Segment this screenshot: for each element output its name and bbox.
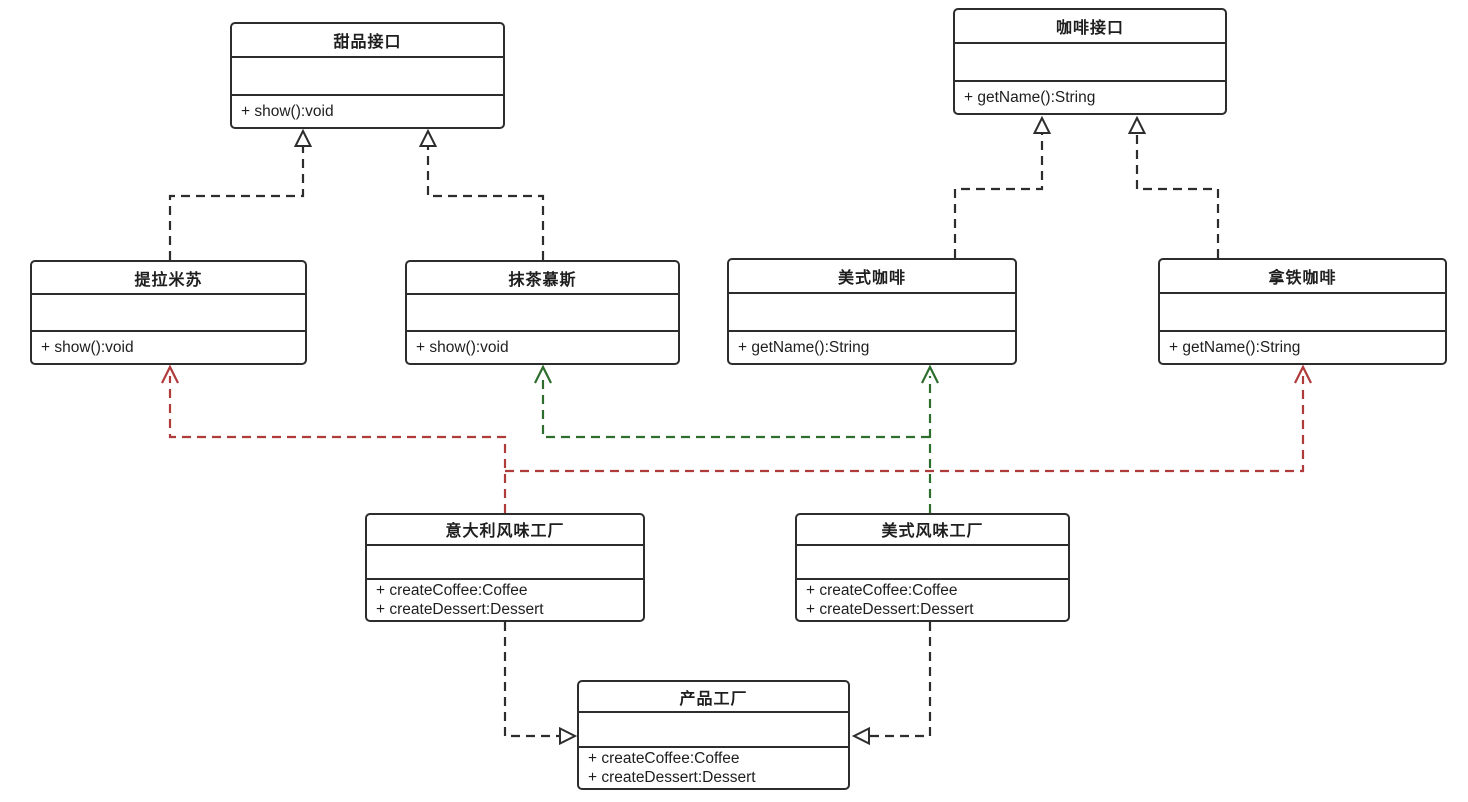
realization-matcha-to-dessert-interface [426,146,545,260]
class-title: 美式咖啡 [729,260,1015,294]
class-american-factory: 美式风味工厂 + createCoffee:Coffee + createDes… [795,513,1070,622]
open-arrowhead-icon [161,364,179,384]
class-title: 咖啡接口 [955,10,1225,44]
hollow-triangle-icon [559,726,578,746]
class-methods: + show():void [32,332,305,363]
class-title: 美式风味工厂 [797,515,1068,546]
class-dessert-interface: 甜品接口 + show():void [230,22,505,129]
class-attributes [579,713,848,748]
realization-american-factory-to-product-factory [869,622,932,738]
open-arrowhead-icon [1294,364,1312,384]
dependency-american-factory-to-matcha [541,376,930,439]
class-methods: + createCoffee:Coffee + createDessert:De… [579,748,848,788]
class-methods: + show():void [232,96,503,127]
realization-group [168,115,1220,746]
class-methods: + getName():String [955,82,1225,113]
class-latte: 拿铁咖啡 + getName():String [1158,258,1447,365]
class-title: 意大利风味工厂 [367,515,643,546]
class-attributes [797,546,1068,580]
hollow-triangle-icon [1032,115,1052,134]
class-italian-factory: 意大利风味工厂 + createCoffee:Coffee + createDe… [365,513,645,622]
method: + createDessert:Dessert [376,601,544,618]
class-attributes [32,295,305,332]
realization-italian-factory-to-product-factory [503,622,561,738]
class-methods: + show():void [407,332,678,363]
realization-tiramisu-to-dessert-interface [168,146,305,260]
method: + createCoffee:Coffee [806,582,958,599]
open-arrowhead-icon [921,364,939,384]
method: + createDessert:Dessert [806,601,974,618]
class-title: 抹茶慕斯 [407,262,678,295]
method: + getName():String [964,89,1096,106]
class-title: 甜品接口 [232,24,503,58]
dependency-italian-factory-to-latte [505,376,1305,473]
method: + createCoffee:Coffee [376,582,528,599]
class-americano: 美式咖啡 + getName():String [727,258,1017,365]
hollow-triangle-icon [418,128,438,147]
red-dependency-group [161,364,1312,513]
realization-latte-to-coffee-interface [1135,133,1220,258]
hollow-triangle-icon [293,128,313,147]
class-attributes [407,295,678,332]
class-attributes [367,546,643,580]
green-dependency-group [534,364,939,513]
class-methods: + createCoffee:Coffee + createDessert:De… [797,580,1068,620]
class-attributes [955,44,1225,82]
method: + getName():String [1169,339,1301,356]
method: + createCoffee:Coffee [588,750,740,767]
class-product-factory: 产品工厂 + createCoffee:Coffee + createDesse… [577,680,850,790]
class-title: 产品工厂 [579,682,848,714]
class-matcha-mousse: 抹茶慕斯 + show():void [405,260,680,365]
realization-americano-to-coffee-interface [953,133,1044,258]
class-title: 拿铁咖啡 [1160,260,1445,294]
method: + show():void [41,339,134,356]
class-attributes [232,58,503,96]
method: + createDessert:Dessert [588,769,756,786]
method: + show():void [241,103,334,120]
class-attributes [1160,294,1445,332]
open-arrowhead-icon [534,364,552,384]
class-coffee-interface: 咖啡接口 + getName():String [953,8,1227,115]
class-attributes [729,294,1015,332]
class-methods: + createCoffee:Coffee + createDessert:De… [367,580,643,620]
method: + getName():String [738,339,870,356]
class-methods: + getName():String [1160,332,1445,363]
class-methods: + getName():String [729,332,1015,363]
class-title: 提拉米苏 [32,262,305,295]
hollow-triangle-icon [1127,115,1147,134]
hollow-triangle-icon [851,726,870,746]
method: + show():void [416,339,509,356]
class-tiramisu: 提拉米苏 + show():void [30,260,307,365]
dependency-italian-factory-to-tiramisu [168,376,507,513]
